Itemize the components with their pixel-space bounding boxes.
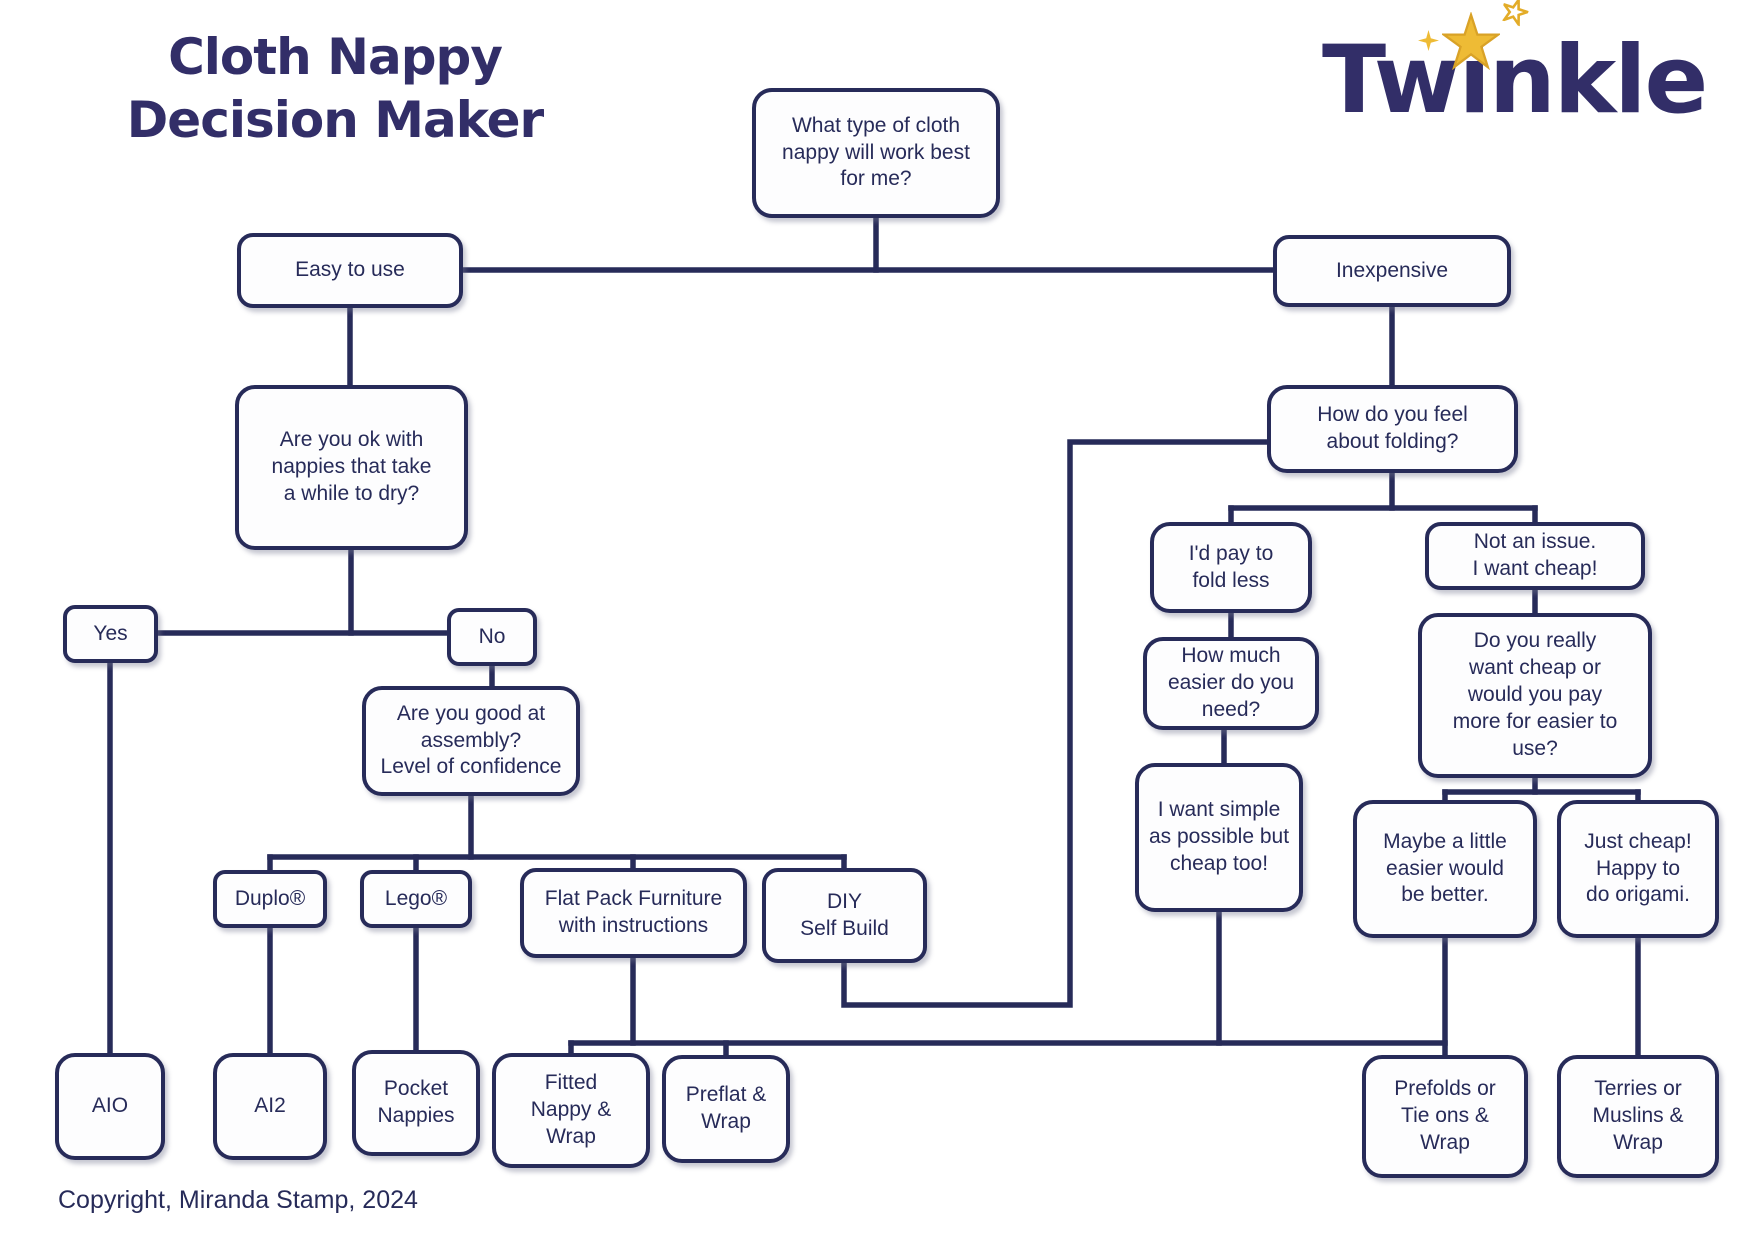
node-simple-but-cheap: I want simple as possible but cheap too!: [1135, 763, 1303, 912]
node-pay-to-fold-less: I'd pay to fold less: [1150, 522, 1312, 613]
edge-diy-loop: [841, 439, 1270, 1008]
node-lego: Lego®: [360, 870, 472, 928]
logo-star-icon: [1442, 12, 1500, 70]
node-preflat-wrap: Preflat & Wrap: [662, 1055, 790, 1163]
node-duplo: Duplo®: [213, 870, 327, 928]
node-prefolds-tieons-wrap: Prefolds or Tie ons & Wrap: [1362, 1055, 1528, 1178]
node-aio: AIO: [55, 1053, 165, 1160]
node-yes: Yes: [63, 605, 158, 663]
node-slow-dry-question: Are you ok with nappies that take a whil…: [235, 385, 468, 550]
page-title: Cloth Nappy Decision Maker: [85, 26, 585, 152]
logo-sparkle-icon: [1418, 30, 1439, 51]
copyright-text: Copyright, Miranda Stamp, 2024: [58, 1186, 418, 1214]
node-pocket-nappies: Pocket Nappies: [352, 1050, 480, 1156]
page-title-line2: Decision Maker: [126, 91, 544, 149]
twinkle-logo: Twinkle: [1322, 0, 1708, 128]
node-what-type: What type of cloth nappy will work best …: [752, 88, 1000, 218]
node-flat-pack: Flat Pack Furniture with instructions: [520, 868, 747, 958]
node-fitted-nappy-wrap: Fitted Nappy & Wrap: [492, 1053, 650, 1168]
node-ai2: AI2: [213, 1053, 327, 1160]
node-inexpensive: Inexpensive: [1273, 235, 1511, 307]
node-folding-question: How do you feel about folding?: [1267, 385, 1518, 473]
page-title-line1: Cloth Nappy: [168, 28, 503, 86]
node-diy-self-build: DIY Self Build: [762, 868, 927, 963]
node-just-cheap: Just cheap! Happy to do origami.: [1557, 800, 1719, 938]
logo-text: Twinkle: [1322, 26, 1708, 135]
node-assembly-question: Are you good at assembly? Level of confi…: [362, 686, 580, 796]
node-maybe-easier: Maybe a little easier would be better.: [1353, 800, 1537, 938]
node-no: No: [447, 608, 537, 666]
node-not-an-issue: Not an issue. I want cheap!: [1425, 522, 1645, 590]
node-easy-to-use: Easy to use: [237, 233, 463, 308]
node-really-want-cheap: Do you really want cheap or would you pa…: [1418, 613, 1652, 778]
logo-small-star-icon: [1500, 0, 1532, 28]
node-how-much-easier: How much easier do you need?: [1143, 637, 1319, 730]
node-terries-muslins-wrap: Terries or Muslins & Wrap: [1557, 1055, 1719, 1178]
